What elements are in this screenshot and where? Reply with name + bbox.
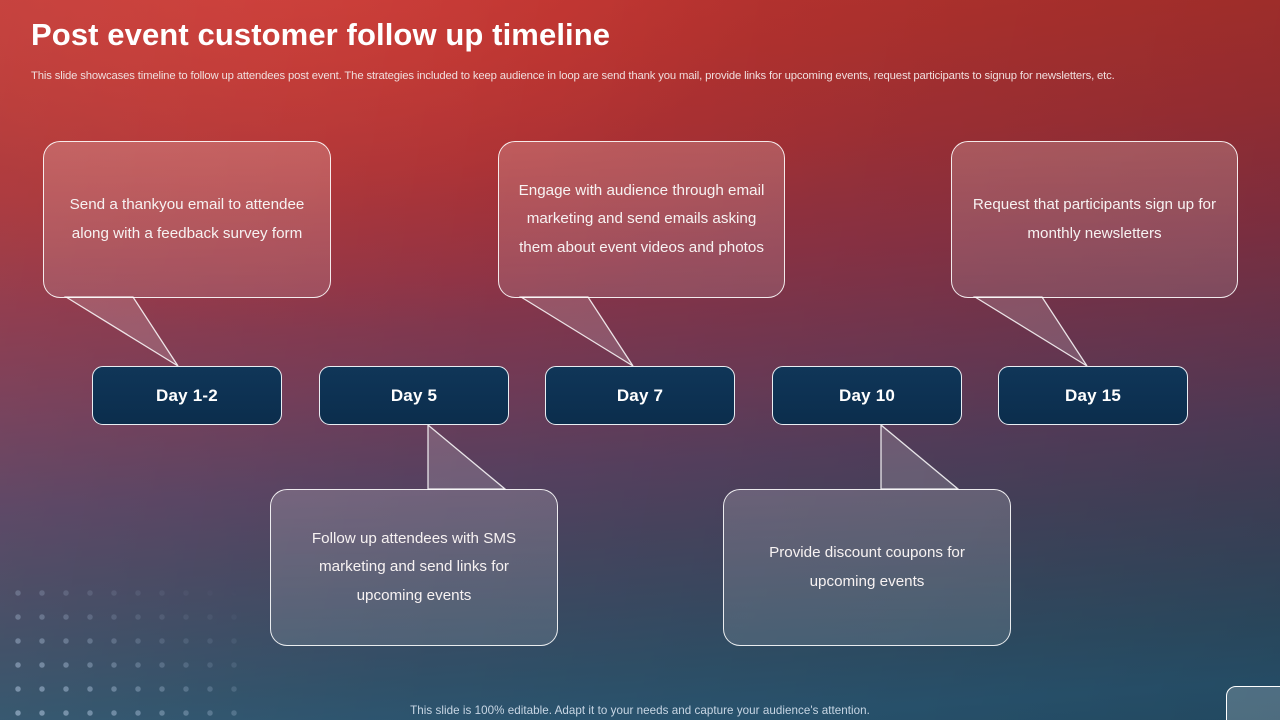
timeline-chip-day-10[interactable]: Day 10 — [772, 366, 962, 425]
callout-text: Send a thankyou email to attendee along … — [69, 196, 305, 242]
callout-bubble-bottom-1[interactable]: Follow up attendees with SMS marketing a… — [270, 489, 558, 646]
callout-bubble-top-2[interactable]: Engage with audience through email marke… — [498, 141, 785, 298]
timeline-chip-label: Day 1-2 — [156, 385, 218, 405]
timeline-chip-day-15[interactable]: Day 15 — [998, 366, 1188, 425]
dot-pattern-decoration — [0, 575, 250, 720]
page-subtitle: This slide showcases timeline to follow … — [31, 70, 1115, 82]
page-title: Post event customer follow up timeline — [31, 17, 611, 52]
timeline-chip-day-1-2[interactable]: Day 1-2 — [92, 366, 282, 425]
callout-text: Follow up attendees with SMS marketing a… — [311, 529, 517, 604]
callout-bubble-bottom-2[interactable]: Provide discount coupons for upcoming ev… — [723, 489, 1011, 646]
callout-bubble-top-1[interactable]: Send a thankyou email to attendee along … — [43, 141, 331, 298]
timeline-chip-day-7[interactable]: Day 7 — [545, 366, 735, 425]
callout-tail-1 — [63, 296, 179, 367]
callout-tail-2 — [518, 296, 634, 367]
callout-tail-3 — [972, 296, 1088, 367]
callout-text: Request that participants sign up for mo… — [972, 196, 1217, 242]
timeline-chip-label: Day 5 — [390, 385, 438, 405]
corner-decoration-box — [1226, 686, 1280, 720]
callout-tail-4 — [427, 423, 507, 490]
callout-tail-5 — [880, 423, 960, 490]
timeline-chip-label: Day 7 — [616, 385, 664, 405]
timeline-chip-label: Day 10 — [838, 385, 896, 405]
timeline-chip-day-5[interactable]: Day 5 — [319, 366, 509, 425]
callout-bubble-top-3[interactable]: Request that participants sign up for mo… — [951, 141, 1238, 298]
callout-text: Provide discount coupons for upcoming ev… — [769, 544, 965, 590]
footer-note: This slide is 100% editable. Adapt it to… — [410, 704, 870, 717]
callout-text: Engage with audience through email marke… — [518, 181, 765, 256]
timeline-chip-label: Day 15 — [1064, 385, 1122, 405]
